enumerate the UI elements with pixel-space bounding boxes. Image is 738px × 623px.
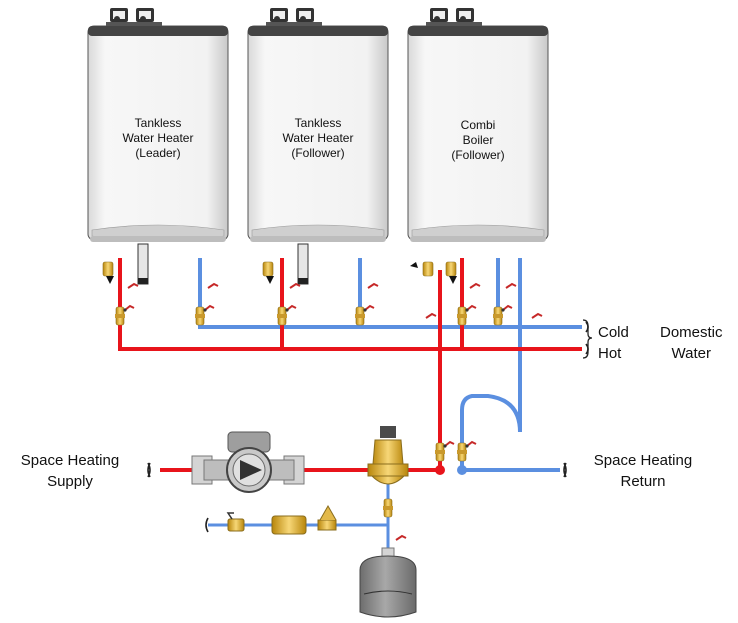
domestic-label: Domestic — [660, 324, 723, 341]
makeup-water-assembly — [226, 504, 337, 535]
label-line: Boiler — [462, 133, 494, 147]
supply-label-line: Space Heating — [20, 452, 120, 469]
label-line: (Leader) — [135, 146, 181, 160]
label-line: Tankless — [134, 116, 182, 130]
expansion-tank — [359, 547, 417, 618]
heater-label-follower: Tankless Water Heater (Follower) — [253, 116, 383, 161]
hot-label: Hot — [598, 345, 622, 362]
cold-label: Cold — [598, 324, 629, 341]
return-label-line: Space Heating — [593, 452, 693, 469]
isolation-valves — [114, 305, 513, 518]
space-heating-supply-label: Space Heating Supply — [10, 450, 130, 492]
space-heating-return-label: Space Heating Return — [582, 450, 704, 492]
label-line: (Follower) — [451, 148, 505, 162]
domestic-water-label: Domestic Water — [660, 322, 723, 364]
air-separator — [367, 426, 409, 485]
label-line: Combi — [460, 118, 496, 132]
heater-label-combi: Combi Boiler (Follower) — [413, 118, 543, 163]
label-line: Water Heater — [282, 131, 354, 145]
supply-label-line: Supply — [47, 473, 93, 490]
relief-valves — [102, 261, 457, 277]
label-line: Tankless — [294, 116, 342, 130]
cold-hot-label: Cold Hot — [598, 322, 629, 364]
heater-label-leader: Tankless Water Heater (Leader) — [93, 116, 223, 161]
return-label-line: Return — [620, 473, 666, 490]
domestic-brace — [582, 319, 593, 359]
hot-water-header — [118, 258, 582, 472]
water-label: Water — [671, 345, 711, 362]
label-line: (Follower) — [291, 146, 345, 160]
circulator-pump — [191, 431, 305, 493]
label-line: Water Heater — [122, 131, 194, 145]
